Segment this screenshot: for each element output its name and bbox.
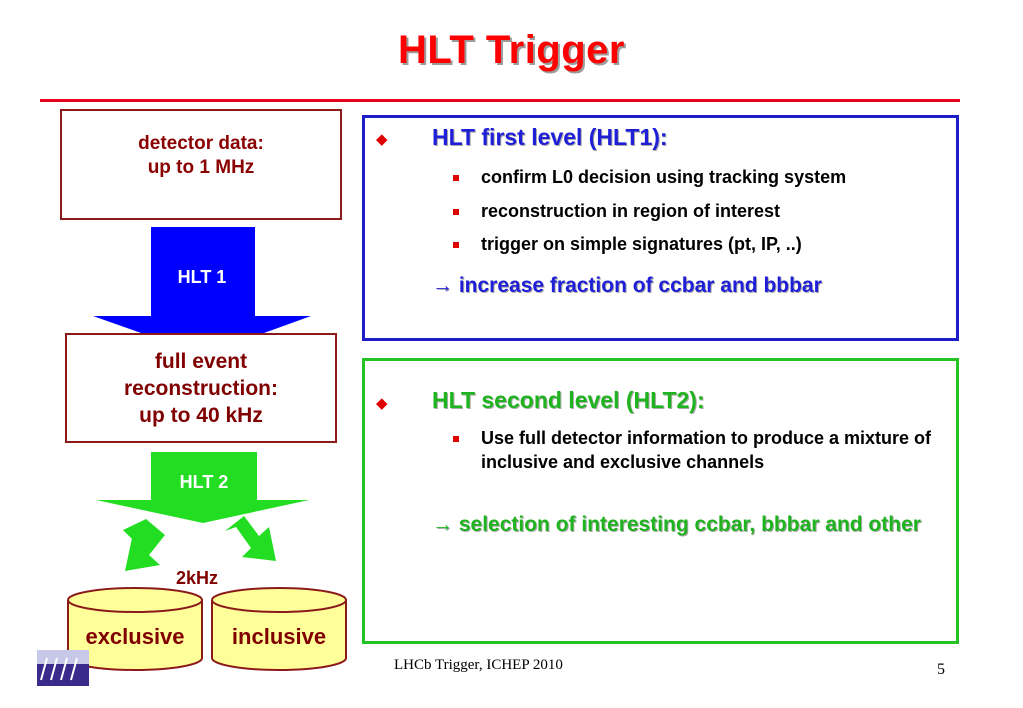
page-number: 5 <box>937 661 945 678</box>
hlt1-panel <box>362 115 959 341</box>
detector-box-line: up to 1 MHz <box>147 156 255 178</box>
hlt1-heading: HLT first level (HLT1): <box>432 124 668 150</box>
reconstruction-box: full event reconstruction: up to 40 kHz <box>65 333 337 443</box>
slide-title: HLT Trigger <box>398 28 625 72</box>
hlt1-item: trigger on simple signatures (pt, IP, ..… <box>481 234 802 254</box>
right-arrow-icon: → <box>432 274 453 297</box>
hlt1-label: HLT 1 <box>177 267 227 287</box>
inclusive-cylinder-icon <box>211 587 347 671</box>
title-divider <box>40 99 960 102</box>
square-icon <box>453 242 459 248</box>
detector-box-line: detector data: <box>138 132 264 154</box>
hlt1-conclusion: → increase fraction of ccbar and bbbar <box>432 274 822 298</box>
lhcb-logo-icon <box>37 650 89 686</box>
hlt2-label: HLT 2 <box>179 472 229 492</box>
inclusive-label: inclusive <box>231 624 327 649</box>
hlt2-panel <box>362 358 959 644</box>
reconstruction-box-line: up to 40 kHz <box>139 403 263 427</box>
detector-data-box: detector data: up to 1 MHz <box>60 109 342 220</box>
exclusive-label: exclusive <box>85 624 185 649</box>
hlt2-conclusion: → selection of interesting ccbar, bbbar … <box>432 512 942 538</box>
square-icon <box>453 209 459 215</box>
hlt2-heading: HLT second level (HLT2): <box>432 387 705 413</box>
hlt1-item: reconstruction in region of interest <box>481 201 781 221</box>
diamond-icon: ◆ <box>376 395 388 412</box>
left-branch-arrow-icon <box>123 519 165 571</box>
hlt1-item: confirm L0 decision using tracking syste… <box>481 167 847 187</box>
hlt1-arrow-icon <box>93 227 311 355</box>
hlt2-conclusion-text: selection of interesting ccbar, bbbar an… <box>458 513 921 536</box>
square-icon <box>453 436 459 442</box>
diamond-icon: ◆ <box>376 131 388 148</box>
right-arrow-icon: → <box>432 513 453 536</box>
hlt1-conclusion-text: increase fraction of ccbar and bbbar <box>458 274 822 297</box>
right-branch-arrow-icon <box>225 516 276 561</box>
square-icon <box>453 175 459 181</box>
hlt2-item: Use full detector information to produce… <box>481 428 932 472</box>
output-rate-label: 2kHz <box>176 568 219 588</box>
reconstruction-box-line: reconstruction: <box>123 376 278 400</box>
reconstruction-box-line: full event <box>154 349 248 373</box>
footer-text: LHCb Trigger, ICHEP 2010 <box>394 657 563 673</box>
hlt2-arrow-icon <box>96 452 309 523</box>
